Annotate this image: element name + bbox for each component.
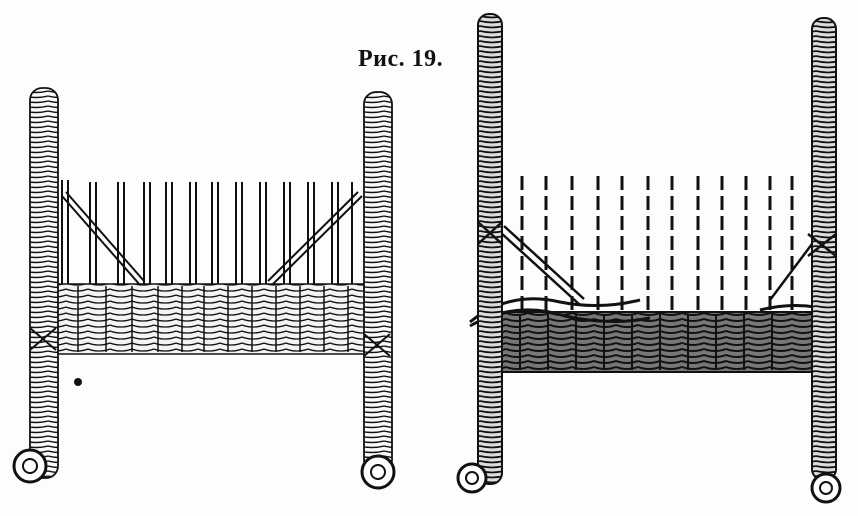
left-bindings bbox=[29, 327, 391, 357]
right-braces bbox=[499, 225, 819, 306]
right-bindings bbox=[477, 221, 837, 257]
left-woven-band bbox=[39, 283, 381, 355]
left-stakes bbox=[61, 180, 353, 290]
ink-dot bbox=[74, 378, 82, 386]
left-post-a bbox=[29, 87, 59, 479]
left-weave-columns bbox=[77, 286, 349, 352]
figure-caption: Рис. 19. bbox=[358, 46, 444, 72]
right-weave-columns bbox=[519, 314, 773, 370]
right-woven-band bbox=[477, 311, 831, 373]
left-post-b bbox=[363, 91, 393, 473]
chair-frame-right-illustration bbox=[456, 13, 842, 504]
right-stakes bbox=[520, 176, 794, 310]
left-braces bbox=[61, 191, 363, 286]
chair-frame-left-illustration bbox=[12, 87, 396, 490]
right-post-a bbox=[477, 13, 503, 485]
